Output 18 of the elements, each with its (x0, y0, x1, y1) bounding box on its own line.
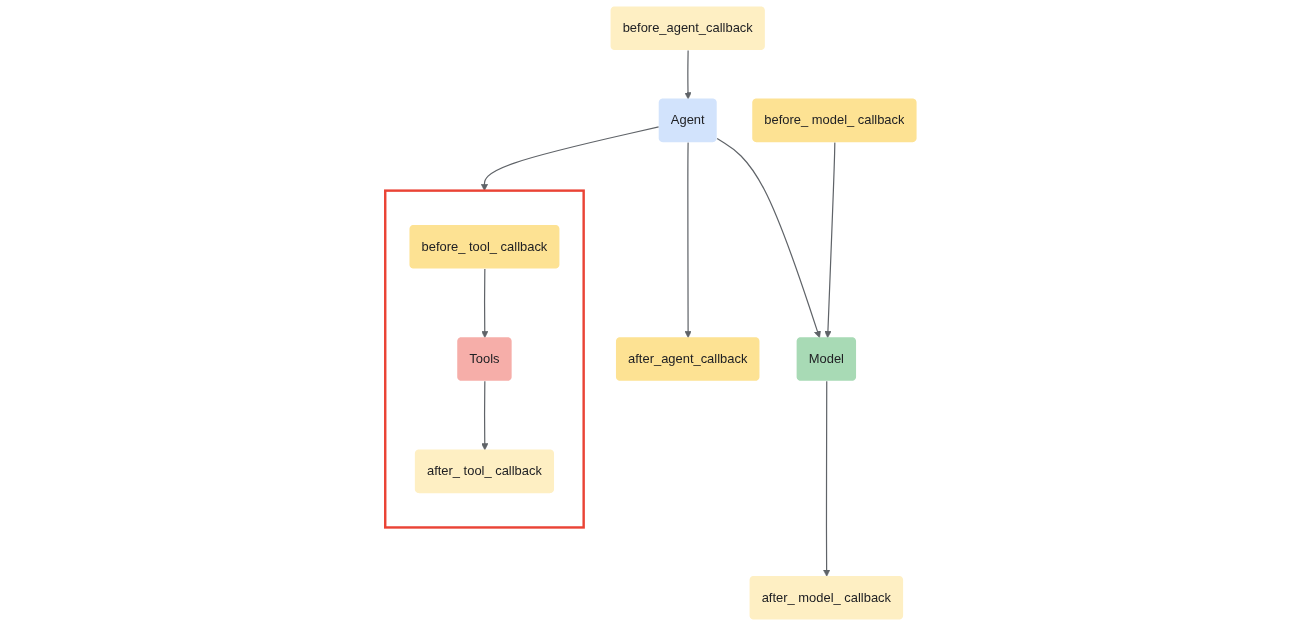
arrow (823, 141, 836, 338)
node-box: after_ tool_ callback (414, 449, 554, 494)
node-box: Model (796, 337, 856, 381)
arrow (480, 268, 488, 338)
node-box: Tools (456, 337, 512, 381)
node-box: Agent (658, 98, 717, 143)
arrow (480, 126, 659, 191)
node-box: before_ tool_ callback (409, 224, 559, 269)
arrow (822, 380, 830, 577)
node-box: before_agent_callback (610, 6, 765, 51)
arrow (684, 49, 692, 100)
node-box: before_ model_ callback (751, 98, 917, 143)
arrow (480, 380, 488, 451)
arrow (716, 137, 821, 338)
arrow (684, 141, 692, 338)
node-box: after_ model_ callback (749, 575, 903, 620)
node-box: after_agent_callback (615, 337, 760, 381)
cluster (383, 189, 585, 529)
